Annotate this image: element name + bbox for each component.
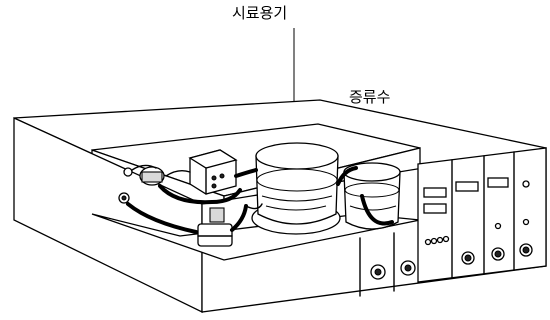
label-distilled-water: 증류수 xyxy=(349,88,391,106)
tubing xyxy=(126,164,394,234)
label-sample-container: 시료용기 xyxy=(232,4,288,22)
sample-beaker xyxy=(251,142,341,235)
water-beaker xyxy=(343,162,401,230)
pump-box xyxy=(188,149,238,195)
valve-fitting xyxy=(118,166,165,204)
floor-pump xyxy=(197,207,233,247)
front-knobs xyxy=(359,232,416,297)
control-panel xyxy=(417,147,547,283)
